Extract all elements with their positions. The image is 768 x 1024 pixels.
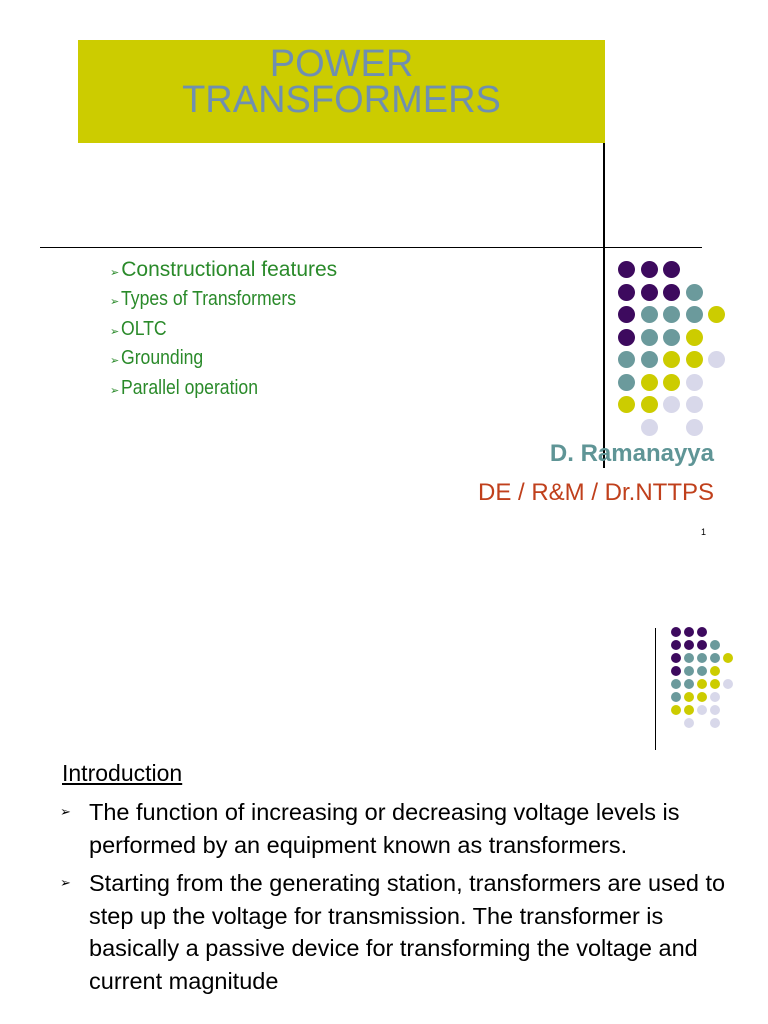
decorative-dot — [684, 679, 694, 689]
decorative-dot — [685, 351, 703, 368]
title-line-2: TRANSFORMERS — [182, 79, 501, 121]
decorative-dot — [663, 396, 680, 413]
decorative-dot — [697, 692, 707, 702]
decorative-dot — [697, 640, 707, 650]
decorative-dot — [640, 328, 658, 346]
arrow-bullet-icon: ➢ — [110, 296, 120, 308]
decorative-dot — [618, 396, 635, 413]
decorative-dot — [684, 666, 694, 676]
decorative-dot — [697, 666, 707, 676]
decorative-dot — [708, 351, 725, 368]
decorative-dot — [710, 692, 720, 702]
decorative-dot — [671, 705, 681, 715]
list-item: ➢The function of increasing or decreasin… — [60, 796, 740, 861]
decorative-dot — [663, 328, 680, 346]
decorative-dot — [685, 328, 703, 346]
decorative-dot — [663, 261, 680, 278]
title-banner: POWER TRANSFORMERS — [78, 40, 605, 143]
list-item: ➢Constructional features — [110, 258, 338, 281]
list-item: ➢Grounding — [110, 347, 204, 369]
decorative-dot — [710, 666, 720, 676]
decorative-dot — [671, 692, 681, 702]
decorative-dot — [618, 261, 635, 278]
title-line-1: POWER — [269, 43, 414, 85]
decorative-dot — [671, 627, 681, 637]
decorative-dot — [685, 396, 703, 413]
topic-list: ➢Constructional features ➢Types of Trans… — [110, 258, 337, 406]
decorative-dot — [723, 679, 733, 689]
list-item: ➢Parallel operation — [110, 376, 259, 399]
decorative-dot — [663, 351, 680, 368]
decorative-dot — [710, 640, 720, 650]
decorative-dot — [684, 627, 694, 637]
list-item: ➢Starting from the generating station, t… — [60, 867, 740, 997]
decorative-dot — [685, 283, 703, 301]
decorative-dot — [663, 306, 680, 323]
decorative-dot — [671, 640, 681, 650]
decorative-dot — [710, 653, 720, 663]
decorative-dot — [671, 653, 681, 663]
decorative-dot — [684, 705, 694, 715]
arrow-bullet-icon: ➢ — [110, 325, 120, 338]
decorative-dot — [710, 679, 720, 689]
section-heading: Introduction — [62, 760, 183, 786]
list-item: ➢OLTC — [110, 317, 167, 340]
bullet-list: ➢The function of increasing or decreasin… — [60, 796, 740, 1003]
decorative-dot — [684, 653, 694, 663]
decorative-dot — [640, 396, 658, 413]
decorative-dot — [723, 653, 733, 663]
decorative-dot — [697, 653, 707, 663]
decorative-dot — [618, 306, 635, 323]
decorative-dot — [685, 373, 703, 391]
decorative-dot — [697, 627, 707, 637]
decorative-dot — [685, 306, 703, 323]
decorative-dot — [663, 283, 680, 301]
arrow-bullet-icon: ➢ — [110, 267, 120, 279]
decorative-dot — [684, 692, 694, 702]
author-name: D. Ramanayya — [549, 440, 714, 467]
vertical-divider — [603, 143, 605, 468]
decorative-dot — [684, 718, 694, 728]
decorative-dot — [671, 666, 681, 676]
arrow-bullet-icon: ➢ — [110, 384, 120, 397]
page-number: 1 — [700, 527, 706, 537]
arrow-bullet-icon: ➢ — [110, 355, 120, 367]
department: DE / R&M / Dr.NTTPS — [477, 479, 714, 506]
decorative-dot — [640, 261, 658, 278]
decorative-dot — [640, 351, 658, 368]
decorative-dot — [671, 679, 681, 689]
decorative-dot — [618, 351, 635, 368]
decorative-dot — [618, 328, 635, 346]
horizontal-divider — [40, 247, 702, 248]
decorative-dot — [618, 283, 635, 301]
decorative-dot — [697, 679, 707, 689]
decorative-dot — [684, 640, 694, 650]
decorative-dot — [640, 283, 658, 301]
vertical-divider — [655, 628, 656, 750]
decorative-dot — [685, 418, 703, 436]
arrow-bullet-icon: ➢ — [60, 875, 71, 890]
arrow-bullet-icon: ➢ — [60, 804, 71, 819]
decorative-dot — [710, 705, 720, 715]
decorative-dot — [640, 418, 658, 436]
decorative-dot — [708, 306, 725, 323]
decorative-dot — [697, 705, 707, 715]
decorative-dot — [663, 373, 680, 391]
decorative-dot — [618, 373, 635, 391]
decorative-dot — [710, 718, 720, 728]
decorative-dot — [640, 306, 658, 323]
list-item: ➢Types of Transformers — [110, 288, 297, 310]
decorative-dot — [640, 373, 658, 391]
